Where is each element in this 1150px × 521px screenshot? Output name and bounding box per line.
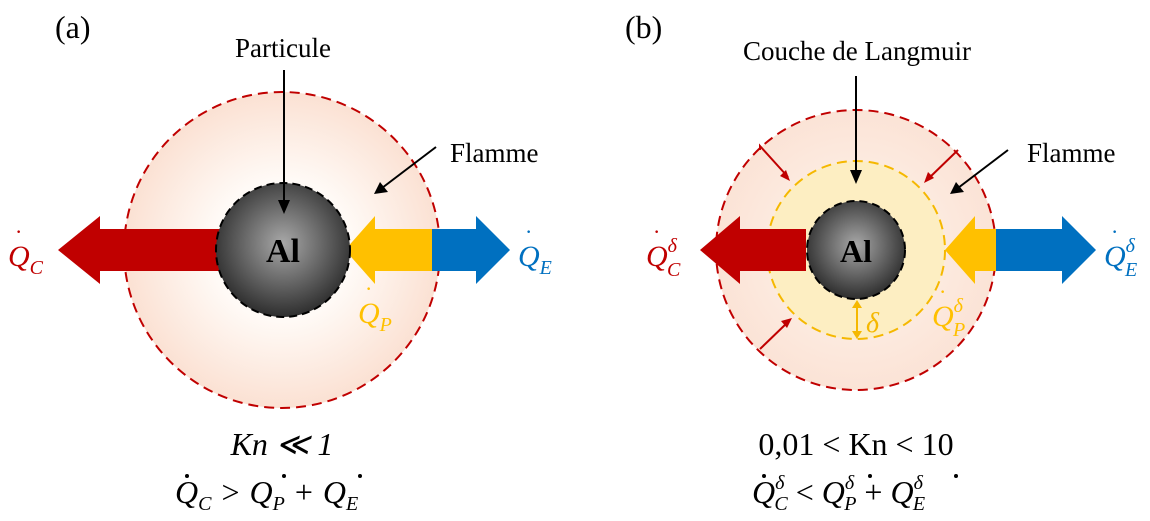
side-callout-arrowhead-a xyxy=(374,182,388,194)
exterior-flux-arrow-a xyxy=(432,216,510,284)
layer-thickness-marker-b xyxy=(852,300,862,339)
top-callout-a: Particule xyxy=(235,33,331,63)
particle-label-b: Al xyxy=(840,233,872,269)
panel-a: (a) Al Particule Flamme QC · QE · QP xyxy=(8,9,552,515)
top-callout-arrowhead-a xyxy=(278,200,290,214)
flame-to-layer-arrows-b xyxy=(759,143,959,350)
panel-b-label: (b) xyxy=(625,9,662,45)
heat-exterior-dot-a: · xyxy=(525,219,532,244)
side-callout-a: Flamme xyxy=(450,138,539,168)
heat-exterior-label-a: QE xyxy=(518,240,552,279)
heat-exterior-dot-b: · xyxy=(1111,219,1118,244)
heat-conduction-dot-a: · xyxy=(15,219,22,244)
condition-line1-a: Kn ≪ 1 xyxy=(230,426,334,462)
heat-particle-dot-a: · xyxy=(365,276,372,301)
exterior-flux-arrow-b xyxy=(996,216,1096,284)
panel-a-label: (a) xyxy=(55,9,91,45)
conduction-arrow-a xyxy=(58,216,230,284)
condition-line1-b: 0,01 < Kn < 10 xyxy=(758,426,953,462)
heat-particle-label-a: QP xyxy=(358,297,392,336)
heat-conduction-label-a: QC xyxy=(8,240,44,279)
top-callout-arrowhead-b xyxy=(850,170,862,184)
side-callout-b: Flamme xyxy=(1027,138,1116,168)
particle-b xyxy=(806,200,906,300)
side-callout-pointer-a xyxy=(381,146,437,189)
heat-particle-dot-b: · xyxy=(939,279,946,304)
conduction-arrow-b xyxy=(700,216,806,284)
particle-flux-arrow-a xyxy=(345,216,432,284)
condition-line2-a: QC>QP+QE xyxy=(175,474,358,515)
layer-symbol-b: δ xyxy=(866,308,880,339)
particle-flux-arrow-b xyxy=(945,216,996,284)
panel-b: (b) Al Couche de Langmuir Flamme xyxy=(625,9,1137,515)
top-callout-b: Couche de Langmuir xyxy=(743,36,971,66)
condition-dots-a xyxy=(185,474,362,478)
condition-dots-b xyxy=(762,474,958,478)
side-callout-arrowhead-b xyxy=(950,182,964,194)
heat-conduction-dot-b: · xyxy=(653,219,660,244)
particle-label-a: Al xyxy=(266,233,300,270)
side-callout-pointer-b xyxy=(957,149,1009,189)
